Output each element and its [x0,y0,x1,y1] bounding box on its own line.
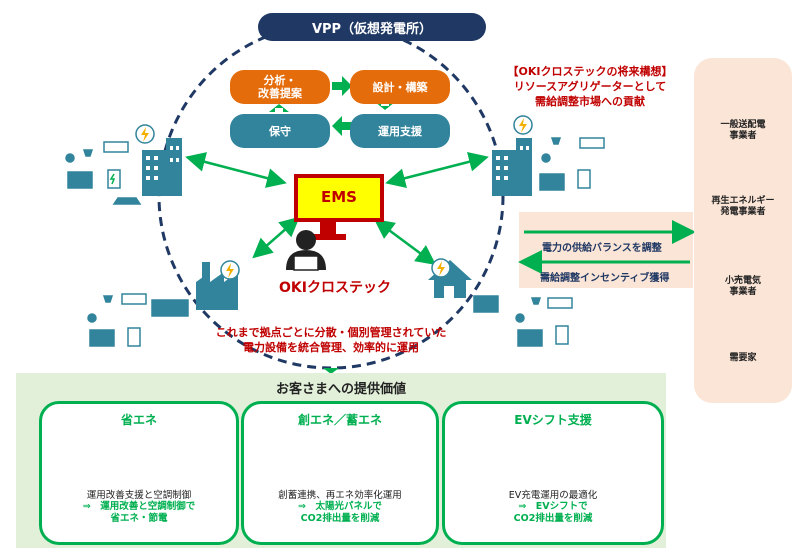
future-vision-note: 【OKIクロステックの将来構想】 リソースアグリゲーターとして 需給調整市場への… [470,64,710,109]
operator-icon [286,230,326,271]
ems-label: EMS [321,188,357,206]
office-building-left-icon [142,138,182,196]
cycle-arrows [269,76,395,136]
integration-note-line-2: 電力設備を統合管理、効率的に運用 [243,341,419,354]
creation-storage-title: 創エネ／蓄エネ [297,413,382,427]
future-vision-line-1: 【OKIクロステックの将来構想】 [507,65,673,78]
ems-links [185,152,489,265]
office-building-right-icon [492,138,532,196]
creation-storage-result-2: CO2排出量を削減 [300,513,380,524]
operator-name: OKIクロステック [279,280,391,296]
ev-shift-title: EVシフト支援 [514,413,592,427]
energy-saving-result-2: 省エネ・節電 [110,513,168,524]
creation-storage-card: 創エネ／蓄エネ 創蓄連携、再エネ効率化運用 ⇒ 太陽光パネルで CO2排出量を削… [241,401,439,545]
appliance-cluster-bottom-left [87,293,189,347]
future-vision-line-3: 需給調整市場への貢献 [535,95,645,108]
ems-monitor-icon [294,174,384,240]
ev-shift-result-1: ⇒ EVシフトで [518,501,588,512]
stakeholder-panel [694,58,792,403]
energy-saving-title: 省エネ [120,413,157,427]
vpp-title: VPP（仮想発電所） [258,13,486,41]
ev-shift-desc: EV充電運用の最適化 [508,490,598,501]
appliance-cluster-bottom-right [473,295,573,347]
stakeholder-transmission: 一般送配電 事業者 [720,120,766,141]
appliance-cluster-left [65,141,142,205]
balance-flow-label: 電力の供給バランスを調整 [542,243,662,254]
integration-note: これまで拠点ごとに分散・個別管理されていた 電力設備を統合管理、効率的に運用 [190,325,472,355]
ev-shift-card: EVシフト支援 EV充電運用の最適化 ⇒ EVシフトで CO2排出量を削減 [442,401,664,545]
appliance-cluster-right [539,137,605,191]
maintenance-pill: 保守 [230,114,330,148]
integration-note-line-1: これまで拠点ごとに分散・個別管理されていた [215,326,447,339]
design-build-pill: 設計・構築 [350,70,450,104]
analysis-proposal-pill: 分析・ 改善提案 [230,70,330,104]
factory-icon [196,262,238,310]
incentive-flow-label: 需給調整インセンティブ獲得 [540,273,670,284]
flow-band [518,212,696,288]
creation-storage-result-1: ⇒ 太陽光パネルで [298,501,382,512]
stakeholder-retail: 小売電気 事業者 [724,276,761,297]
stakeholder-renewable: 再生エネルギー 発電事業者 [711,196,775,217]
stakeholder-consumer: 需要家 [729,353,757,363]
lightning-icons [135,115,533,280]
energy-saving-result-1: ⇒ 運用改善と空調制御で [82,501,196,512]
ev-shift-result-2: CO2排出量を削減 [513,513,593,524]
operation-support-pill: 運用支援 [350,114,450,148]
house-icon [428,260,472,298]
energy-saving-card: 省エネ 運用改善支援と空調制御 ⇒ 運用改善と空調制御で 省エネ・節電 [39,401,239,545]
creation-storage-desc: 創蓄連携、再エネ効率化運用 [278,490,402,501]
down-arrow [323,358,339,374]
energy-saving-desc: 運用改善支援と空調制御 [86,490,192,501]
value-section-title: お客さまへの提供価値 [275,382,406,397]
future-vision-line-2: リソースアグリゲーターとして [513,80,667,93]
